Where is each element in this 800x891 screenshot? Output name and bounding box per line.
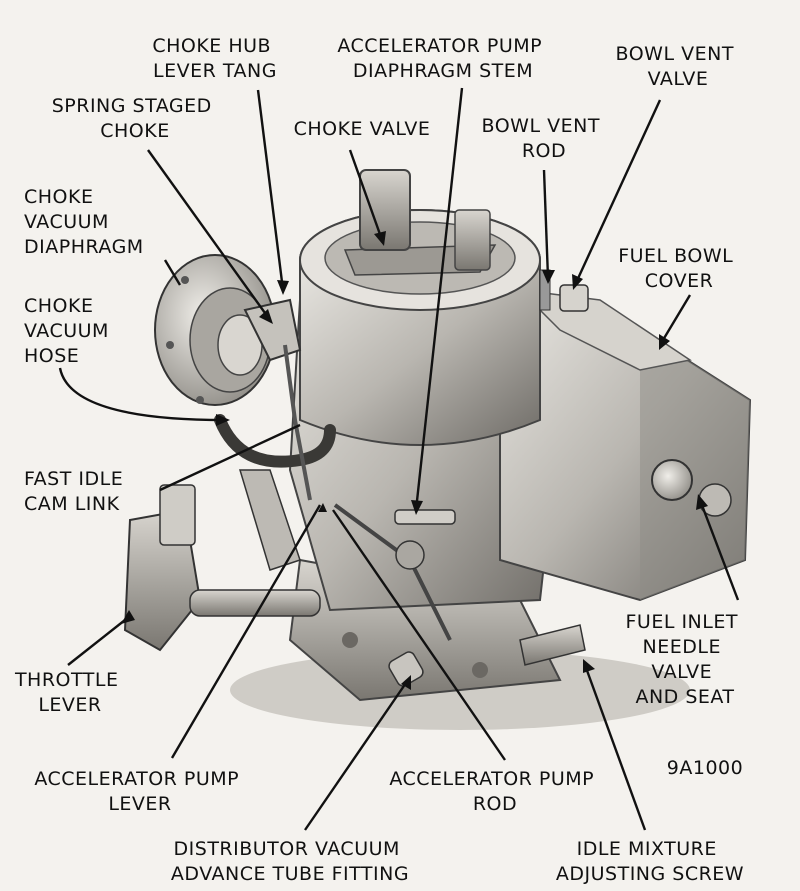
leader-distributor-vacuum-fitting <box>304 679 409 831</box>
leader-accelerator-pump-lever <box>170 504 322 759</box>
arrowheads <box>121 231 708 690</box>
leader-throttle-lever <box>67 619 126 666</box>
label-fuel-inlet-needle-valve-and-seat: FUEL INLET NEEDLE VALVE AND SEAT <box>625 611 744 708</box>
label-choke-vacuum-hose: CHOKE VACUUM HOSE <box>24 295 115 367</box>
leader-bowl-vent-rod <box>542 169 550 279</box>
leader-fuel-bowl-cover <box>658 294 692 346</box>
label-idle-mixture-adjusting-screw: IDLE MIXTURE ADJUSTING SCREW <box>556 838 744 885</box>
label-accelerator-pump-lever: ACCELERATOR PUMP LEVER <box>34 768 245 815</box>
leader-accelerator-pump-diaphragm-stem <box>414 87 464 511</box>
label-bowl-vent-valve: BOWL VENT VALVE <box>616 43 741 90</box>
label-distributor-vacuum-advance-tube-fitting: DISTRIBUTOR VACUUM ADVANCE TUBE FITTING <box>171 838 409 885</box>
label-spring-staged-choke: SPRING STAGED CHOKE <box>52 95 219 142</box>
leader-fuel-inlet-needle-valve <box>698 499 740 601</box>
label-bowl-vent-rod: BOWL VENT ROD <box>482 115 607 162</box>
label-accelerator-pump-rod: ACCELERATOR PUMP ROD <box>389 768 600 815</box>
carburetor-illustration <box>123 169 752 730</box>
leader-fast-idle-cam-link <box>159 423 301 492</box>
leader-choke-vacuum-hose <box>58 367 226 422</box>
label-figure-id: 9A1000 <box>667 757 743 779</box>
label-choke-valve: CHOKE VALVE <box>294 118 431 140</box>
leader-choke-valve <box>348 149 384 241</box>
label-choke-vacuum-diaphragm: CHOKE VACUUM DIAPHRAGM <box>24 186 144 258</box>
leader-bowl-vent-valve <box>573 99 662 286</box>
leader-spring-staged-choke <box>147 149 271 321</box>
callout-labels: CHOKE HUB LEVER TANG ACCELERATOR PUMP DI… <box>14 35 744 885</box>
label-accelerator-pump-diaphragm-stem: ACCELERATOR PUMP DIAPHRAGM STEM <box>337 35 548 82</box>
leader-accelerator-pump-rod <box>332 509 506 761</box>
label-throttle-lever: THROTTLE LEVER <box>14 669 125 716</box>
label-fuel-bowl-cover: FUEL BOWL COVER <box>618 245 740 292</box>
leader-choke-vacuum-diaphragm <box>163 259 182 286</box>
leader-idle-mixture-screw <box>583 664 647 831</box>
label-choke-hub-lever-tang: CHOKE HUB LEVER TANG <box>152 35 277 82</box>
leader-lines <box>58 87 740 831</box>
label-fast-idle-cam-link: FAST IDLE CAM LINK <box>24 468 130 515</box>
leader-choke-hub-lever-tang <box>256 89 285 291</box>
